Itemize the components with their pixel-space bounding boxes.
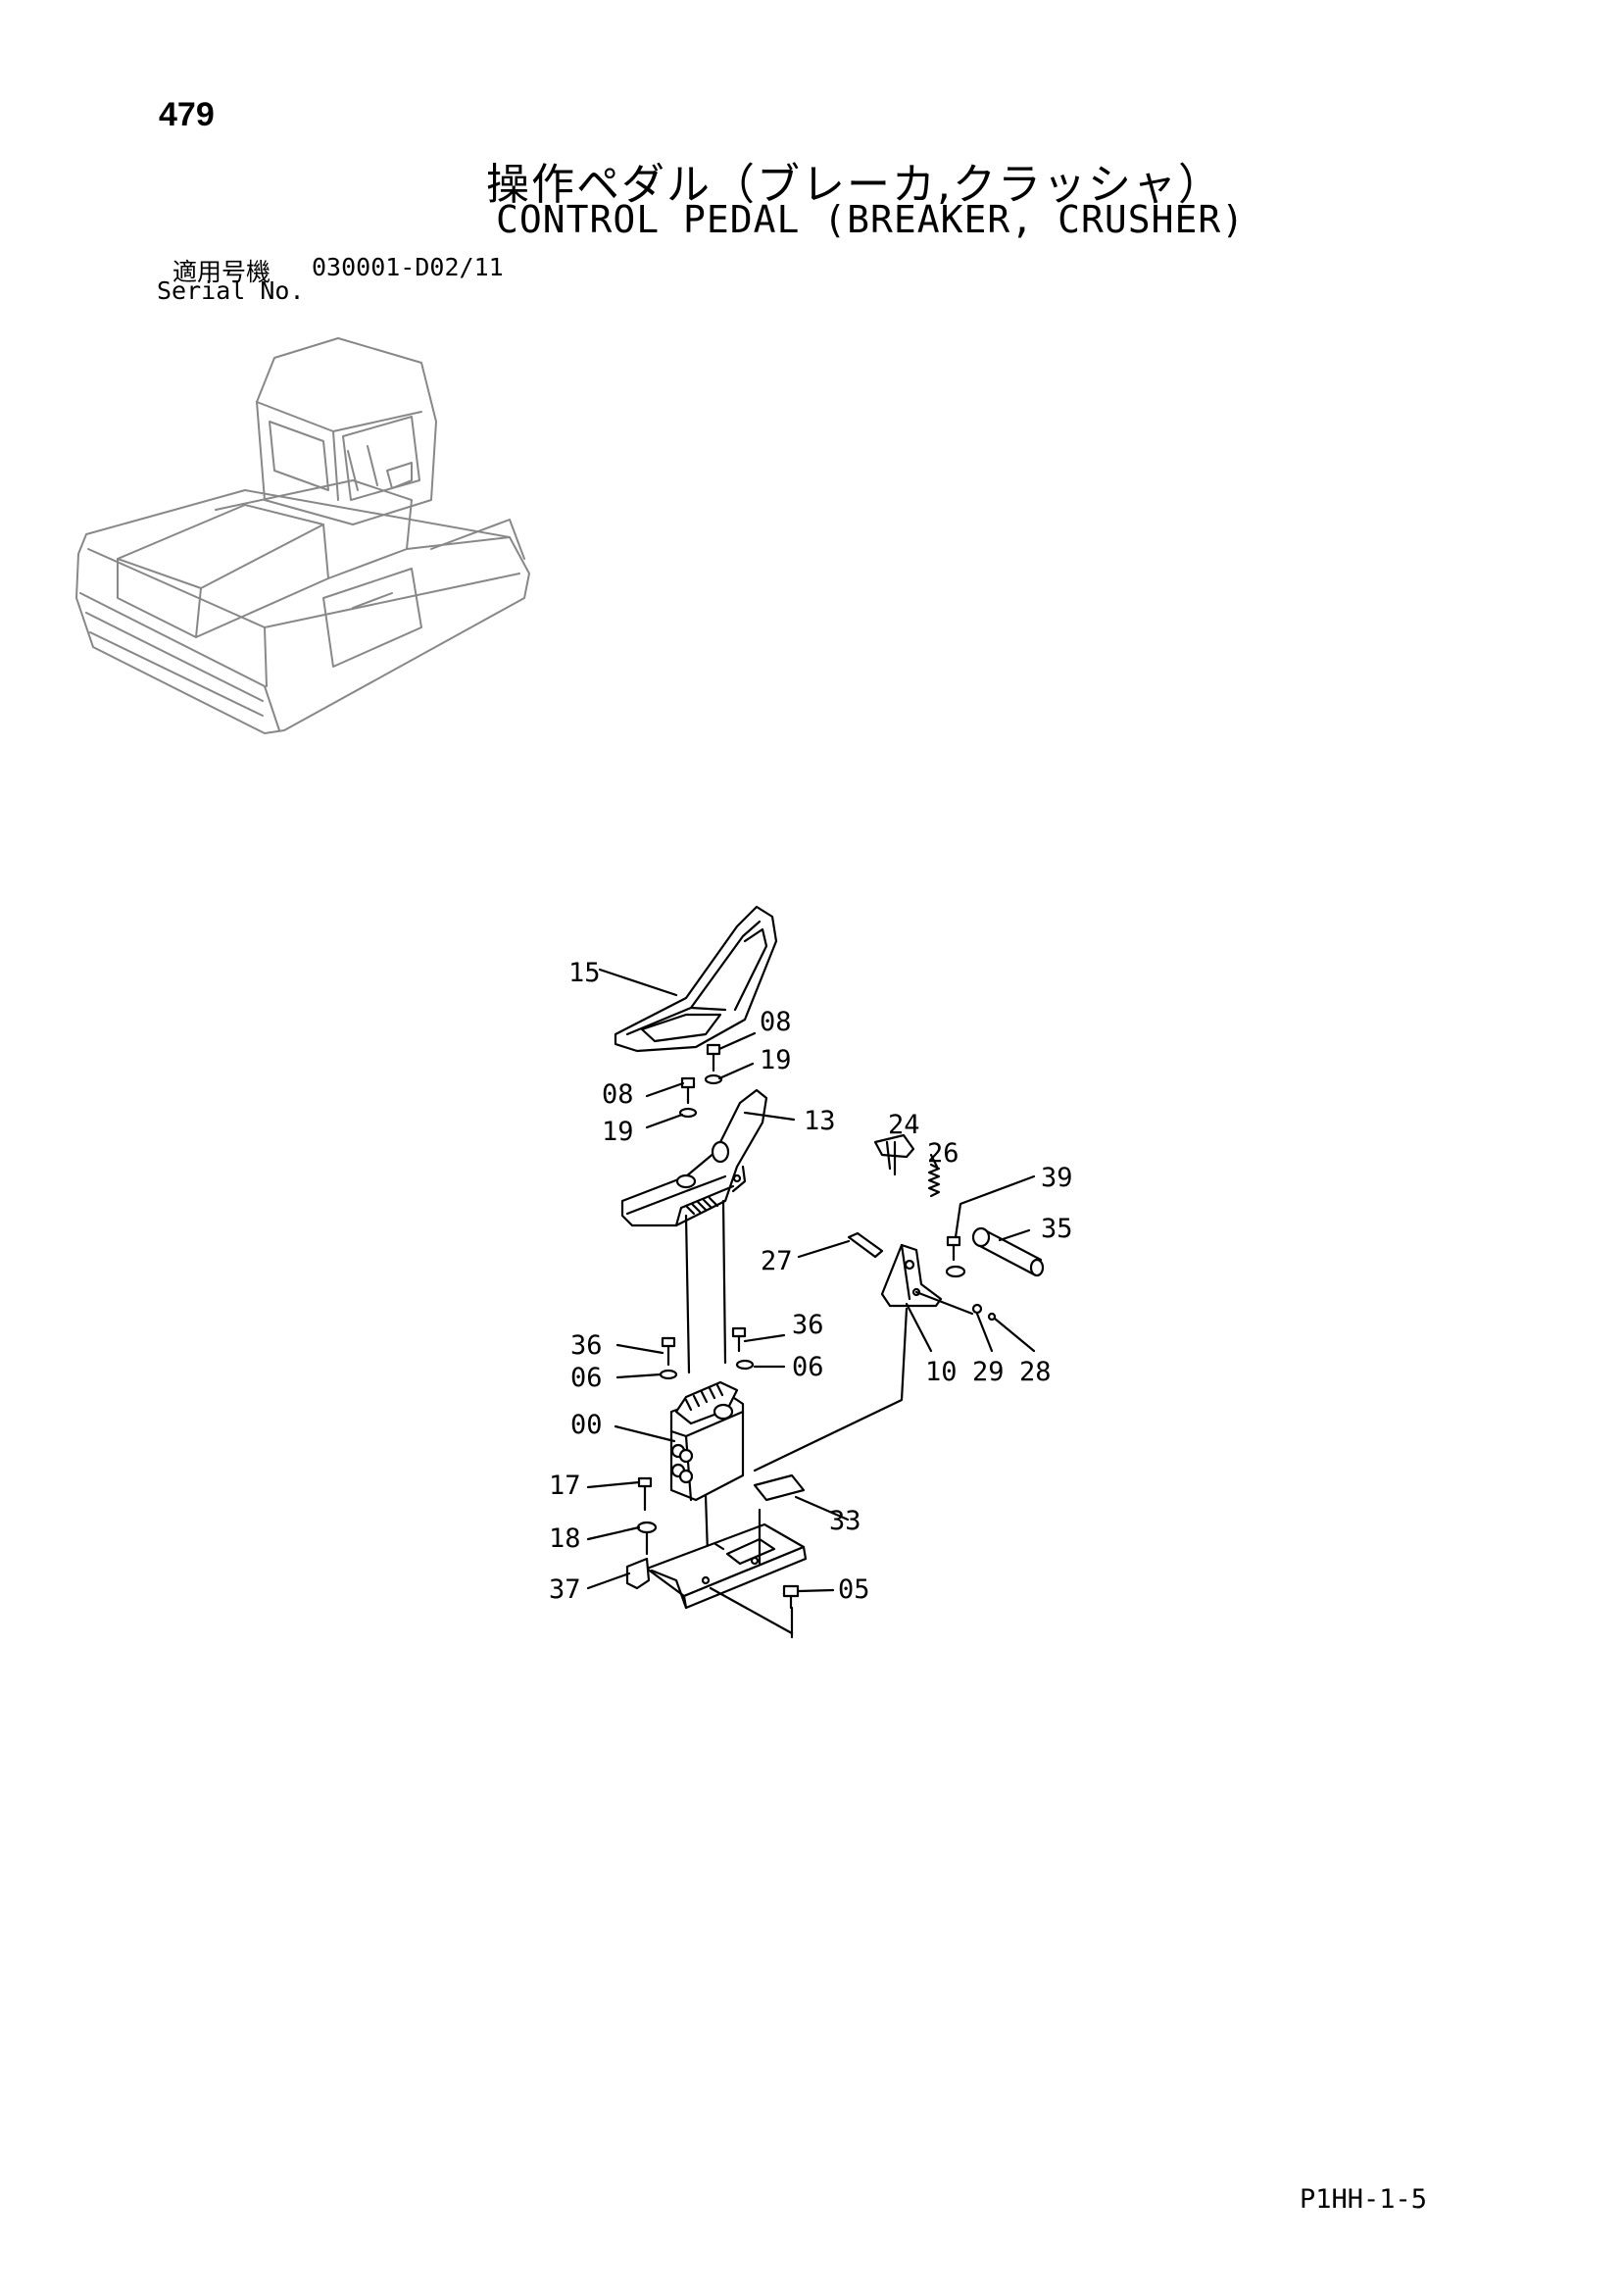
page-title-english: CONTROL PEDAL (BREAKER, CRUSHER): [496, 198, 1246, 241]
footer-page-code: P1HH-1-5: [1300, 2184, 1428, 2215]
callout-18: 18: [549, 1523, 581, 1554]
part-37-mounting-plate: [625, 1522, 808, 1639]
part-33-bracket: [753, 1307, 909, 1566]
callout-labels: 15 08 19 08 19 13 24 26 39 35 27 36 36 0…: [549, 958, 1073, 1605]
part-10-bracket: [880, 1243, 974, 1316]
part-13-pedal: [620, 1088, 768, 1227]
serial-label-japanese: 適用号機: [172, 258, 271, 286]
callout-39: 39: [1041, 1163, 1073, 1193]
part-08-19-top-fasteners: [678, 1043, 723, 1119]
part-36-06-fasteners: [659, 1326, 755, 1380]
callout-10: 10: [925, 1357, 958, 1387]
callout-08: 08: [760, 1007, 792, 1037]
callout-28: 28: [1019, 1357, 1052, 1387]
leader-lines: [586, 968, 1036, 1593]
serial-value: 030001-D02/11: [312, 253, 504, 281]
callout-06: 06: [570, 1363, 603, 1393]
part-29-28-fasteners: [971, 1303, 997, 1322]
callout-08: 08: [602, 1079, 634, 1110]
callout-35: 35: [1041, 1214, 1073, 1244]
part-35-rod: [971, 1226, 1045, 1277]
callout-26: 26: [927, 1138, 959, 1169]
callout-13: 13: [804, 1106, 836, 1136]
callout-33: 33: [829, 1506, 861, 1536]
callout-17: 17: [549, 1471, 581, 1501]
callout-19: 19: [760, 1045, 792, 1075]
callout-24: 24: [888, 1110, 920, 1140]
serial-label-english: Serial No.: [157, 276, 305, 305]
callout-36: 36: [792, 1310, 824, 1340]
excavator-location-diagram: [75, 337, 530, 734]
callout-27: 27: [761, 1246, 793, 1276]
callout-06: 06: [792, 1352, 824, 1382]
part-26-spring: [927, 1163, 941, 1198]
rod-left: [684, 1214, 691, 1374]
part-27-pin: [847, 1231, 884, 1259]
callout-29: 29: [972, 1357, 1005, 1387]
callout-37: 37: [549, 1574, 581, 1605]
rod-right: [721, 1199, 727, 1365]
part-00-pilot-valve: [669, 1380, 745, 1502]
part-15-pedal-pad: [614, 905, 778, 1053]
page-number: 479: [159, 96, 215, 133]
part-17-18-fasteners: [636, 1476, 658, 1556]
valve-to-base-line: [704, 1493, 710, 1556]
callout-36: 36: [570, 1330, 603, 1361]
callout-00: 00: [570, 1410, 603, 1440]
part-39-bolt: [945, 1235, 966, 1278]
page-title-japanese: 操作ペダル（ブレーカ,クラッシャ）: [486, 160, 1223, 210]
callout-05: 05: [838, 1574, 870, 1605]
part-05-bolt: [782, 1584, 800, 1610]
callout-19: 19: [602, 1117, 634, 1147]
callout-15: 15: [568, 958, 601, 988]
